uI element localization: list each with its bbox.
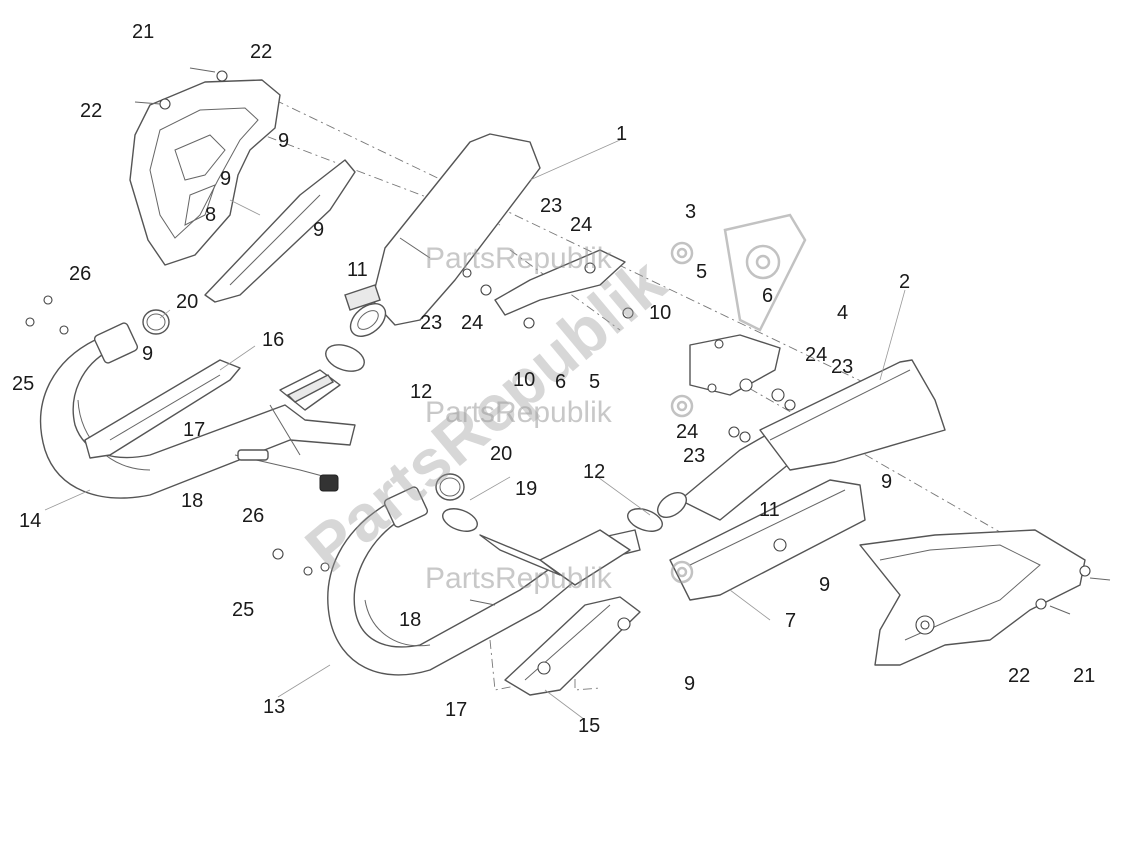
header-pipe-lower	[327, 486, 641, 676]
callout-7: 7	[785, 610, 796, 632]
callout-2: 2	[899, 271, 910, 293]
callout-24: 24	[805, 344, 827, 366]
frame-bracket-left	[129, 79, 281, 266]
callout-13: 13	[263, 696, 285, 718]
callout-21: 21	[132, 21, 154, 43]
hardware	[25, 67, 1111, 615]
heat-shield-upper	[204, 159, 356, 303]
header-shield-lower	[504, 596, 641, 696]
callout-19: 19	[515, 478, 537, 500]
callout-26: 26	[242, 505, 264, 527]
silencer-upper	[344, 133, 541, 337]
callout-24: 24	[676, 421, 698, 443]
callout-12: 12	[583, 461, 605, 483]
callout-15: 15	[578, 715, 600, 737]
frame-bracket-right	[859, 529, 1086, 666]
muffler-lower	[759, 359, 946, 471]
header-pipe-upper	[39, 322, 356, 499]
header-shield-upper	[84, 359, 241, 459]
callout-5: 5	[589, 371, 600, 393]
clamps	[325, 344, 663, 532]
callout-18: 18	[399, 609, 421, 631]
callout-labels: 1 2 3 4 5 5 6 6 7 8 9 9 9 9 9 9 9 10 10 …	[12, 21, 1095, 737]
lambda-sensor-upper	[234, 449, 339, 492]
callout-9: 9	[881, 471, 892, 493]
leader-lines	[44, 139, 906, 721]
callout-20: 20	[176, 291, 198, 313]
muffler-bracket-upper	[494, 249, 626, 316]
watermark-text: PartsRepublik	[425, 562, 613, 595]
callout-22: 22	[1008, 665, 1030, 687]
silencer-lower	[656, 429, 866, 601]
callout-9: 9	[819, 574, 830, 596]
watermark-text: PartsRepublik	[425, 396, 613, 429]
callout-20: 20	[490, 443, 512, 465]
callout-14: 14	[19, 510, 41, 532]
watermark-text: PartsRepublik	[425, 242, 613, 275]
callout-21: 21	[1073, 665, 1095, 687]
callout-25: 25	[12, 373, 34, 395]
callout-8: 8	[205, 204, 216, 226]
callout-6: 6	[555, 371, 566, 393]
callout-9: 9	[684, 673, 695, 695]
callout-1: 1	[616, 123, 627, 145]
callout-9: 9	[220, 168, 231, 190]
callout-24: 24	[570, 214, 592, 236]
callout-11: 11	[759, 499, 780, 521]
intermediate-pipe	[469, 534, 561, 606]
callout-23: 23	[420, 312, 442, 334]
callout-17: 17	[445, 699, 467, 721]
callout-10: 10	[649, 302, 671, 324]
callout-10: 10	[513, 369, 535, 391]
callout-9: 9	[278, 130, 289, 152]
muffler-bracket-lower	[689, 334, 781, 396]
gear-icon	[670, 213, 807, 584]
callout-5: 5	[696, 261, 707, 283]
callout-23: 23	[831, 356, 853, 378]
callout-12: 12	[410, 381, 432, 403]
callout-17: 17	[183, 419, 205, 441]
callout-23: 23	[540, 195, 562, 217]
callout-6: 6	[762, 285, 773, 307]
callout-16: 16	[262, 329, 284, 351]
callout-23: 23	[683, 445, 705, 467]
callout-3: 3	[685, 201, 696, 223]
callout-22: 22	[80, 100, 102, 122]
callout-22: 22	[250, 41, 272, 63]
callout-4: 4	[837, 302, 848, 324]
callout-24: 24	[461, 312, 483, 334]
callout-18: 18	[181, 490, 203, 512]
callout-25: 25	[232, 599, 254, 621]
callout-9: 9	[142, 343, 153, 365]
callout-9: 9	[313, 219, 324, 241]
callout-11: 11	[347, 259, 368, 281]
callout-26: 26	[69, 263, 91, 285]
